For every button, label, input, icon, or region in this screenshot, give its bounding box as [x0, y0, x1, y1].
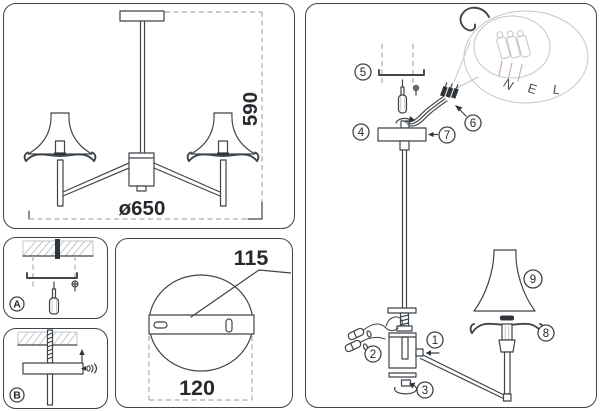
bottom-plate [388, 372, 417, 378]
assembly-drawing: N E L [344, 6, 589, 402]
ceiling-plate [119, 10, 165, 22]
wire-connectors [344, 316, 403, 353]
right-arm [153, 162, 221, 197]
callout-6: 6 [464, 114, 482, 132]
svg-text:7: 7 [444, 130, 450, 142]
mounting-bar [148, 314, 255, 335]
chandelier-side-view: 590 ø650 [23, 10, 263, 220]
panel-assembly: N E L [305, 3, 597, 408]
central-body [128, 152, 155, 192]
svg-text:1: 1 [432, 335, 438, 347]
slot-spacing-label: 115 [234, 246, 269, 270]
step-b-badge: B [9, 387, 25, 403]
left-shade [27, 112, 93, 155]
rotate-arrow-icon [394, 382, 418, 395]
screw-icon [412, 84, 420, 96]
wiring-zoom-bubble: N E L [453, 6, 589, 104]
lamp-tube [503, 351, 511, 395]
lamp-arm [419, 354, 505, 399]
wire-label-n: N [500, 75, 516, 93]
panel-step-b: B [3, 328, 108, 409]
panel-step-a: A [3, 237, 108, 319]
callout-8: 8 [537, 324, 555, 342]
svg-text:4: 4 [358, 127, 365, 139]
svg-text:9: 9 [530, 274, 536, 286]
callout-7: 7 [438, 126, 456, 144]
right-bobeche [188, 153, 258, 162]
terminal-wires [498, 60, 523, 82]
cross-plate [387, 307, 417, 314]
dimension-plate-width: 120 [148, 336, 253, 401]
mounting-bracket [378, 69, 425, 76]
callout-1: 1 [426, 331, 444, 349]
side-screw-icon [81, 363, 98, 374]
screwdriver-icon [48, 281, 60, 315]
collar [396, 325, 413, 332]
hook-icon [459, 6, 490, 32]
socket-cup [498, 339, 516, 353]
callout-3: 3 [416, 381, 434, 399]
svg-text:6: 6 [470, 118, 476, 130]
dimension-height: 590 [165, 11, 263, 220]
svg-text:5: 5 [360, 67, 366, 79]
callout-2: 2 [364, 345, 382, 363]
callout-9: 9 [523, 269, 543, 289]
svg-text:B: B [13, 390, 21, 402]
rod-nut [399, 140, 410, 151]
terminal-block [440, 82, 459, 99]
body-housing [388, 332, 424, 387]
slot-right [225, 318, 233, 333]
canopy-detail-drawing: 115 120 [148, 246, 291, 401]
side-screw-arrow-icon [428, 132, 439, 137]
wire-label-l: L [552, 82, 561, 98]
up-arrow-icon [79, 349, 85, 363]
threaded-rod [46, 329, 54, 364]
canopy [22, 362, 84, 375]
callout-6-arrow [455, 105, 467, 117]
mounting-bracket [26, 272, 78, 279]
svg-text:3: 3 [422, 385, 428, 397]
callout-4: 4 [352, 123, 370, 141]
step-a-badge: A [9, 296, 25, 312]
svg-text:A: A [13, 299, 21, 311]
left-lamp [23, 112, 97, 207]
diameter-label: ø650 [119, 197, 166, 220]
canopy [377, 127, 427, 142]
wire-label-e: E [526, 80, 539, 97]
bottom-cap [400, 379, 412, 387]
bulb-holder [501, 323, 513, 341]
plate-width-label: 120 [179, 376, 215, 400]
step-a-drawing: A [9, 239, 94, 315]
left-bobeche [25, 153, 95, 162]
leader-line [190, 269, 291, 318]
right-shade [190, 112, 256, 155]
dimension-diameter: ø650 [28, 197, 248, 220]
callout-5: 5 [354, 63, 372, 81]
down-rod [46, 373, 54, 406]
panel-overview: 590 ø650 [3, 3, 295, 229]
shade-socket [500, 315, 514, 321]
right-lamp-tube [219, 159, 227, 207]
svg-text:8: 8 [543, 328, 549, 340]
panel-canopy-detail: 115 120 [115, 238, 293, 408]
height-label: 590 [239, 92, 262, 126]
screwdriver-icon [397, 79, 408, 114]
step-b-drawing: B [9, 329, 98, 406]
tube-collar [502, 393, 512, 402]
left-arm [62, 162, 130, 197]
right-lamp [186, 112, 260, 207]
terminal-block-magnified [496, 29, 531, 60]
screw-icon [71, 280, 79, 292]
svg-text:2: 2 [370, 349, 376, 361]
arm-socket [415, 348, 424, 357]
callout-1-arrow [425, 350, 440, 356]
left-lamp-tube [56, 159, 64, 207]
slot-left [153, 321, 168, 329]
wall-anchor-icon [55, 239, 60, 259]
lampshade [473, 249, 536, 312]
mains-wires [404, 96, 448, 127]
